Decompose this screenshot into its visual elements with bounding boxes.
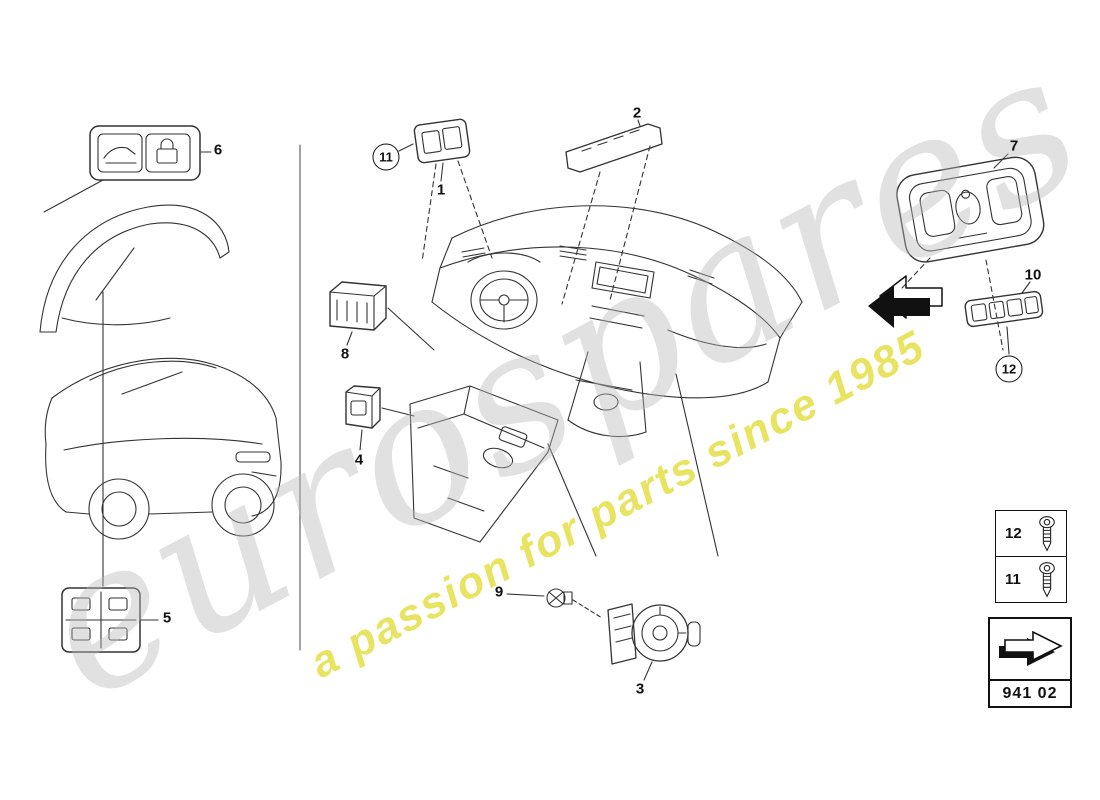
part-3-module-drawing xyxy=(607,603,701,681)
locator-line-left xyxy=(547,443,597,557)
hardware-number-11: 11 xyxy=(1005,571,1021,588)
car-rear-drawing xyxy=(44,357,282,540)
part-4-switch-drawing xyxy=(345,385,415,451)
callout-7[interactable]: 7 xyxy=(1009,137,1019,155)
part-8-switch-drawing xyxy=(329,281,435,351)
callout-9[interactable]: 9 xyxy=(494,583,504,601)
direction-arrow-icon xyxy=(868,275,943,328)
forward-arrow-icon xyxy=(999,630,1063,666)
hardware-box-12: 12 xyxy=(995,510,1067,557)
part-9-sensor-drawing xyxy=(506,588,603,619)
callout-11-circled[interactable]: 11 xyxy=(372,143,400,171)
open-tailgate-drawing xyxy=(39,204,230,333)
callout-4[interactable]: 4 xyxy=(354,451,364,469)
part-2-trim-drawing xyxy=(561,119,663,305)
part-7-overhead-console-drawing xyxy=(896,153,1045,351)
screw-icon xyxy=(1039,561,1055,598)
diagram-code: 941 02 xyxy=(1002,684,1058,702)
part-6-switch-drawing xyxy=(43,125,212,213)
screw-icon xyxy=(1039,515,1055,552)
callout-8[interactable]: 8 xyxy=(340,345,350,363)
callout-2[interactable]: 2 xyxy=(632,104,642,122)
hardware-number-12: 12 xyxy=(1005,525,1022,542)
callout-5[interactable]: 5 xyxy=(162,609,172,627)
callout-6[interactable]: 6 xyxy=(213,141,223,159)
callout-10[interactable]: 10 xyxy=(1024,266,1042,284)
part-1-switch-drawing xyxy=(398,118,493,263)
callout-1[interactable]: 1 xyxy=(436,181,446,199)
part-5-switch-drawing xyxy=(61,587,159,653)
center-console-drawing xyxy=(409,385,559,543)
reference-arrow-box xyxy=(988,617,1072,681)
callout-12-circled[interactable]: 12 xyxy=(995,355,1023,383)
hardware-box-11: 11 xyxy=(995,556,1067,603)
dashboard-drawing xyxy=(431,205,803,437)
part-10-switch-drawing xyxy=(964,281,1044,355)
callout-3[interactable]: 3 xyxy=(635,680,645,698)
locator-line-right xyxy=(675,373,719,557)
diagram-code-box: 941 02 xyxy=(988,679,1072,708)
